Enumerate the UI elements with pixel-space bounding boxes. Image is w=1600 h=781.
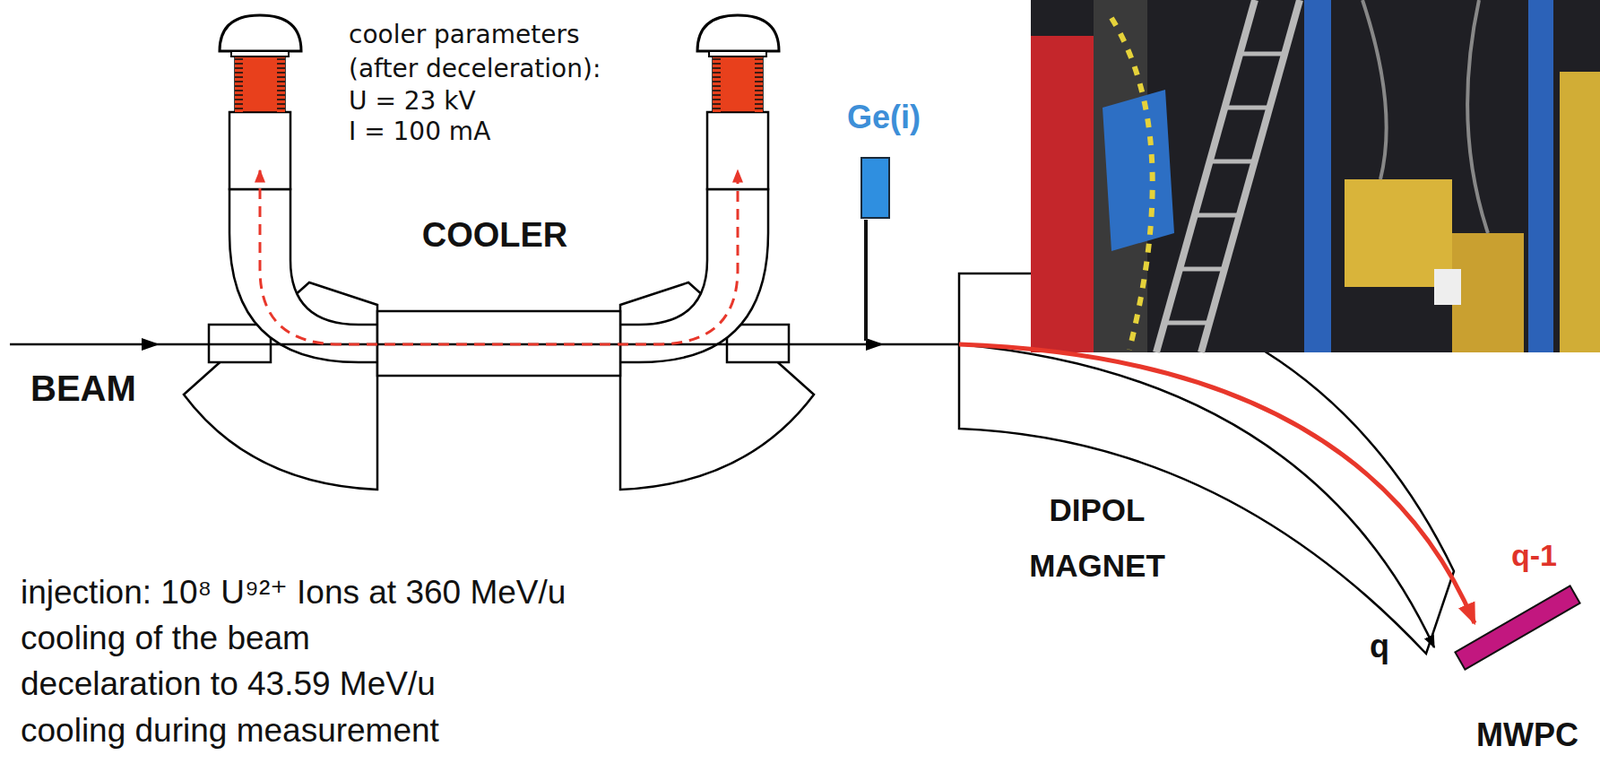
label-slot: injection: 10⁸ U⁹²⁺ Ions at 360 MeV/u bbox=[20, 572, 566, 612]
mwpc-detector: MWPC bbox=[1452, 578, 1600, 753]
beam-arrowhead bbox=[865, 337, 884, 351]
beam-arrowhead bbox=[141, 337, 160, 351]
collector-dome bbox=[697, 15, 779, 52]
collector-flange bbox=[709, 51, 767, 57]
label-slot: BEAM bbox=[30, 367, 137, 409]
solenoid-coil bbox=[234, 55, 286, 113]
label-slot: cooler parameters bbox=[348, 20, 580, 50]
coil-winding bbox=[712, 55, 721, 113]
label-slot: decelaration to 43.59 MeV/u bbox=[20, 664, 436, 703]
charge-q-minus-1-trajectory bbox=[959, 344, 1475, 623]
label-slot: DIPOL MAGNET bbox=[1016, 482, 1178, 594]
wire-chamber-body bbox=[1454, 585, 1580, 669]
label-slot: (after deceleration): bbox=[348, 54, 601, 84]
part-name: COOLER bbox=[396, 215, 594, 255]
procedure-note: cooling of the beam bbox=[20, 618, 311, 658]
toroid-bend bbox=[229, 189, 378, 363]
part-name: DIPOL MAGNET bbox=[1016, 482, 1178, 594]
coil-winding bbox=[234, 55, 243, 113]
gun-dome bbox=[219, 15, 302, 52]
charge-state-label: q bbox=[1369, 627, 1390, 665]
label-slot: U = 23 kV bbox=[348, 86, 476, 116]
detector-stem bbox=[864, 219, 868, 341]
label-slot: COOLER bbox=[396, 215, 594, 255]
procedure-note: cooling during measurement bbox=[20, 710, 440, 750]
toroid-bend bbox=[620, 189, 769, 363]
charge-state-label: q-1 bbox=[1511, 537, 1557, 573]
coil-winding bbox=[276, 55, 286, 113]
cooler-parameter-note: I = 100 mA bbox=[348, 117, 491, 147]
procedure-note: injection: 10⁸ U⁹²⁺ Ions at 360 MeV/u bbox=[20, 572, 566, 612]
electron-beam-path bbox=[259, 170, 738, 345]
label-slot: I = 100 mA bbox=[348, 117, 491, 147]
detector-crystal bbox=[860, 156, 891, 219]
detector-name: MWPC bbox=[1452, 716, 1600, 753]
part-name: BEAM bbox=[30, 367, 137, 409]
cooler-parameter-note: (after deceleration): bbox=[348, 54, 601, 84]
photo-inset bbox=[1030, 0, 1600, 353]
charge-q-trajectory bbox=[959, 344, 1435, 648]
germanium-detector: Ge(i) bbox=[847, 98, 921, 219]
detector-name: Ge(i) bbox=[847, 98, 921, 136]
cooler-parameter-note: U = 23 kV bbox=[348, 86, 476, 116]
solenoid-coil bbox=[712, 55, 763, 113]
procedure-note: decelaration to 43.59 MeV/u bbox=[20, 664, 436, 703]
wire-chamber-bar bbox=[1452, 578, 1596, 677]
cooler-parameter-note: cooler parameters bbox=[348, 20, 580, 50]
label-slot: cooling during measurement bbox=[20, 710, 440, 750]
label-slot: cooling of the beam bbox=[20, 618, 311, 658]
label-slot: q-1 bbox=[1511, 537, 1557, 573]
coil-winding bbox=[754, 55, 763, 113]
gun-flange bbox=[231, 51, 289, 57]
label-slot: q bbox=[1369, 627, 1390, 665]
